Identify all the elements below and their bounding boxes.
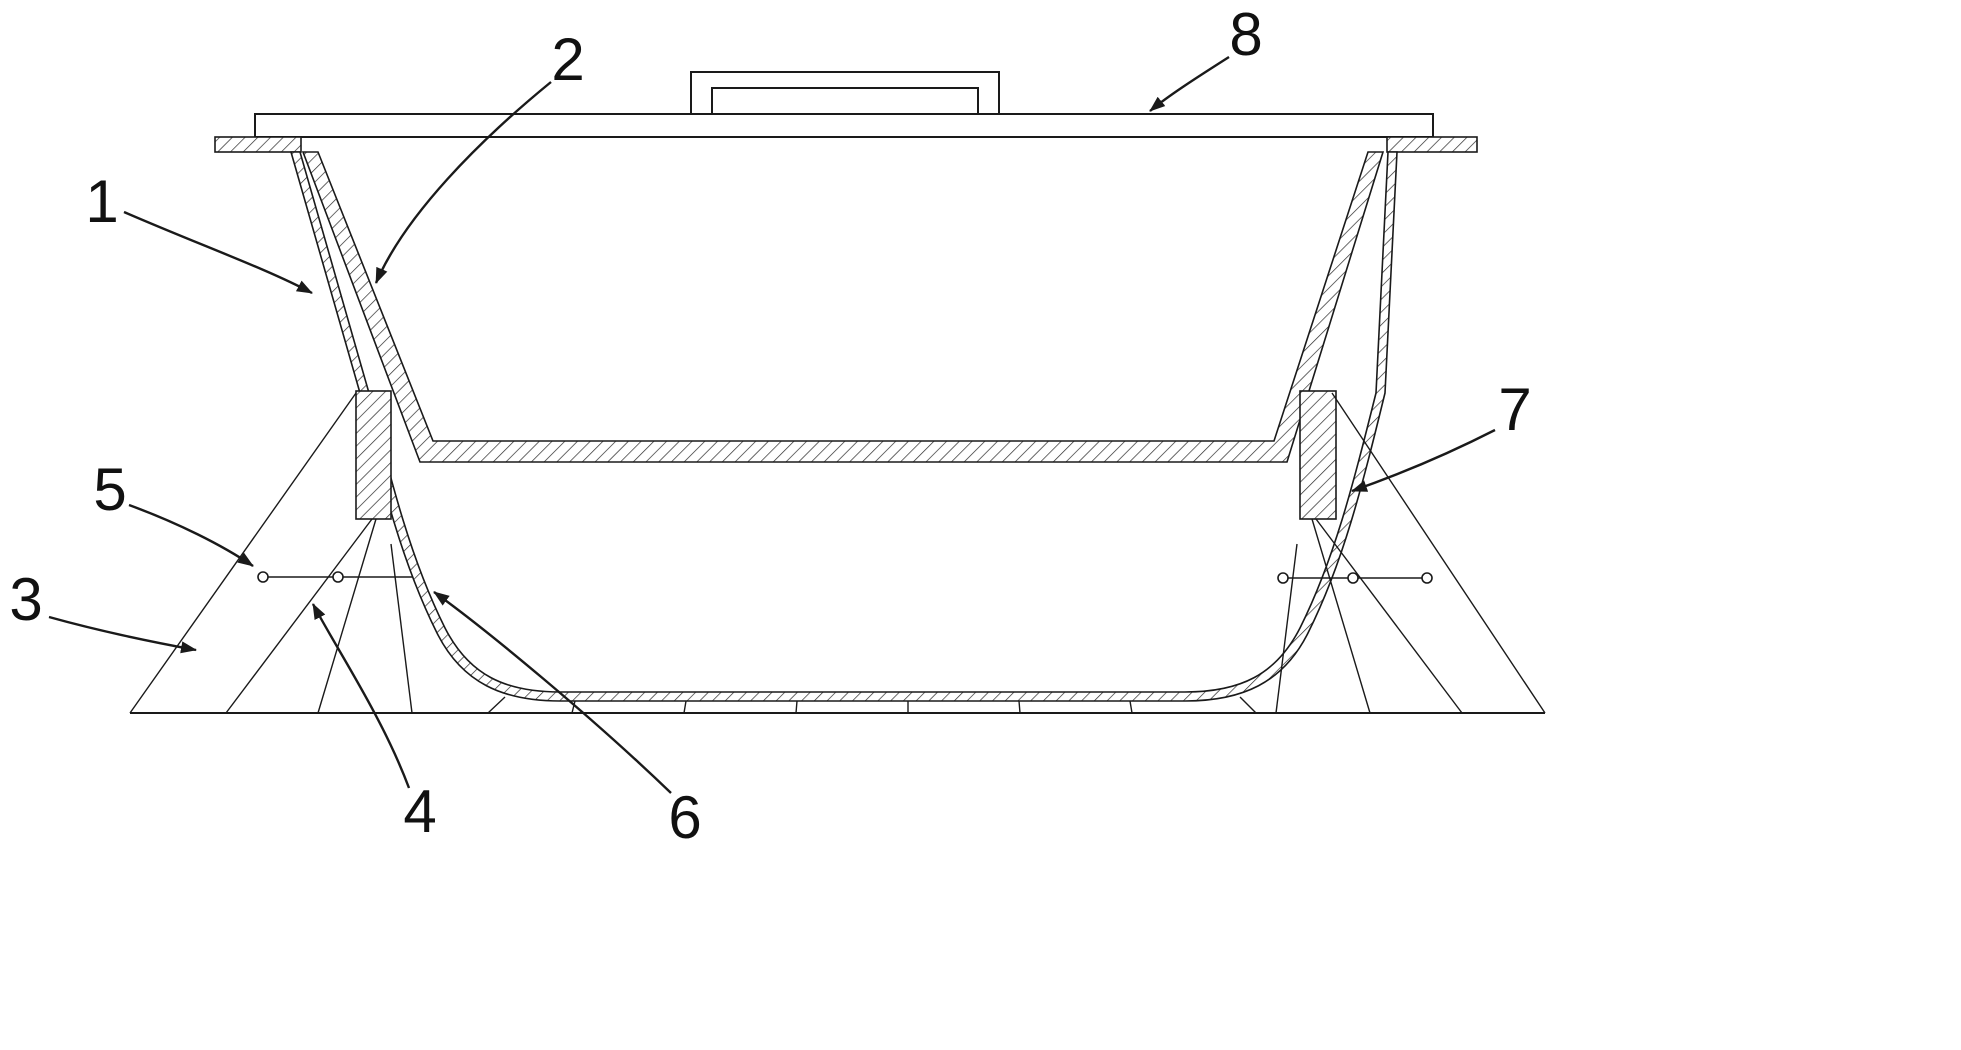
label-7: 7 xyxy=(1498,376,1531,443)
leader-line-1 xyxy=(123,210,313,295)
leader-line-6 xyxy=(433,591,672,794)
rim-flange-right xyxy=(1386,136,1478,153)
pin-hole xyxy=(1421,572,1433,584)
leader-line-2 xyxy=(374,81,552,284)
label-2: 2 xyxy=(551,26,584,93)
label-8: 8 xyxy=(1229,1,1262,68)
pin-hole xyxy=(332,571,344,583)
lid-handle-inner xyxy=(711,87,979,114)
fastener-left xyxy=(257,571,413,583)
label-4: 4 xyxy=(403,778,436,845)
fastener-right xyxy=(1277,572,1433,584)
rim-flange-left xyxy=(214,136,302,153)
lid-handle-outer xyxy=(690,71,1000,114)
leader-line-4 xyxy=(311,603,411,789)
part-labels: 1 2 3 4 5 6 7 8 xyxy=(9,1,1531,851)
label-6: 6 xyxy=(668,784,701,851)
support-block-right xyxy=(1299,390,1337,520)
inner-vessel xyxy=(301,151,1385,463)
label-1: 1 xyxy=(85,168,118,235)
leader-line-5 xyxy=(128,503,254,567)
outer-shell xyxy=(289,151,1398,702)
label-3: 3 xyxy=(9,566,42,633)
lid-plate xyxy=(254,113,1434,138)
bottom-segment-ticks xyxy=(487,696,1257,714)
leader-lines xyxy=(48,55,1496,794)
leader-line-7 xyxy=(1351,428,1496,493)
base-support-right xyxy=(1275,392,1546,714)
pin-hole xyxy=(1347,572,1359,584)
lid-assembly xyxy=(254,71,1434,138)
leader-line-3 xyxy=(48,615,197,654)
pin-hole xyxy=(1277,572,1289,584)
support-block-left xyxy=(355,390,392,520)
leader-line-8 xyxy=(1149,55,1230,112)
label-5: 5 xyxy=(93,456,126,523)
pin-hole xyxy=(257,571,269,583)
